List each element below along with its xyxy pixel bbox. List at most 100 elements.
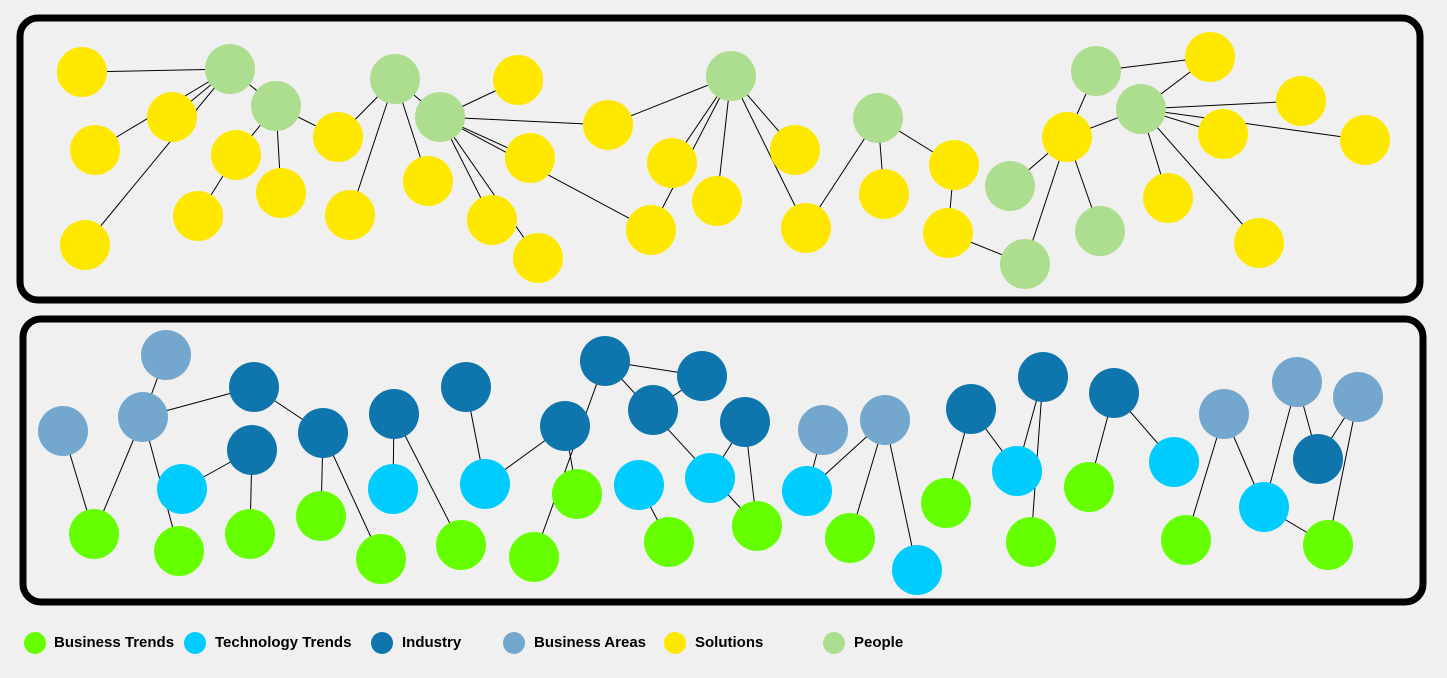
- technology-trend-node[interactable]: [685, 453, 735, 503]
- business-area-node[interactable]: [1199, 389, 1249, 439]
- business-trend-node[interactable]: [644, 517, 694, 567]
- edge: [730, 75, 807, 229]
- person-node[interactable]: [205, 44, 255, 94]
- solution-node[interactable]: [647, 138, 697, 188]
- solution-node[interactable]: [313, 112, 363, 162]
- solution-node[interactable]: [505, 133, 555, 183]
- business-trend-node[interactable]: [356, 534, 406, 584]
- industry-node[interactable]: [720, 397, 770, 447]
- person-node[interactable]: [985, 161, 1035, 211]
- business-area-node[interactable]: [141, 330, 191, 380]
- industry-node[interactable]: [628, 385, 678, 435]
- business-area-node[interactable]: [1333, 372, 1383, 422]
- business-trend-node[interactable]: [69, 509, 119, 559]
- technology-trend-node[interactable]: [892, 545, 942, 595]
- legend-label-industry: Industry: [402, 634, 462, 651]
- industry-node[interactable]: [229, 362, 279, 412]
- solution-node[interactable]: [60, 220, 110, 270]
- solution-node[interactable]: [583, 100, 633, 150]
- business-trend-node[interactable]: [509, 532, 559, 582]
- industry-node[interactable]: [441, 362, 491, 412]
- solution-node[interactable]: [256, 168, 306, 218]
- business-trend-node[interactable]: [1006, 517, 1056, 567]
- industry-node[interactable]: [1018, 352, 1068, 402]
- solution-node[interactable]: [325, 190, 375, 240]
- legend-marker-industry: [371, 632, 393, 654]
- person-node[interactable]: [415, 92, 465, 142]
- solution-node[interactable]: [173, 191, 223, 241]
- industry-node[interactable]: [298, 408, 348, 458]
- solution-node[interactable]: [147, 92, 197, 142]
- person-node[interactable]: [251, 81, 301, 131]
- edge: [1140, 108, 1366, 141]
- business-trend-node[interactable]: [1303, 520, 1353, 570]
- legend-marker-technology-trend: [184, 632, 206, 654]
- technology-trend-node[interactable]: [368, 464, 418, 514]
- business-area-node[interactable]: [118, 392, 168, 442]
- business-area-node[interactable]: [1272, 357, 1322, 407]
- solution-node[interactable]: [859, 169, 909, 219]
- solution-node[interactable]: [1340, 115, 1390, 165]
- person-node[interactable]: [853, 93, 903, 143]
- business-trend-node[interactable]: [154, 526, 204, 576]
- solution-node[interactable]: [781, 203, 831, 253]
- industry-node[interactable]: [677, 351, 727, 401]
- business-area-node[interactable]: [38, 406, 88, 456]
- industry-node[interactable]: [227, 425, 277, 475]
- technology-trend-node[interactable]: [157, 464, 207, 514]
- solution-node[interactable]: [929, 140, 979, 190]
- business-trend-node[interactable]: [732, 501, 782, 551]
- legend-marker-business-trend: [24, 632, 46, 654]
- industry-node[interactable]: [1293, 434, 1343, 484]
- industry-node[interactable]: [946, 384, 996, 434]
- industry-node[interactable]: [580, 336, 630, 386]
- business-trend-node[interactable]: [296, 491, 346, 541]
- legend-label-people: People: [854, 634, 904, 651]
- business-trend-node[interactable]: [921, 478, 971, 528]
- person-node[interactable]: [1000, 239, 1050, 289]
- person-node[interactable]: [1071, 46, 1121, 96]
- solution-node[interactable]: [1234, 218, 1284, 268]
- industry-node[interactable]: [540, 401, 590, 451]
- technology-trend-node[interactable]: [460, 459, 510, 509]
- solution-node[interactable]: [57, 47, 107, 97]
- solution-node[interactable]: [403, 156, 453, 206]
- solution-node[interactable]: [1276, 76, 1326, 126]
- person-node[interactable]: [706, 51, 756, 101]
- nodes-layer: [38, 32, 1390, 595]
- technology-trend-node[interactable]: [1239, 482, 1289, 532]
- business-area-node[interactable]: [860, 395, 910, 445]
- business-trend-node[interactable]: [225, 509, 275, 559]
- business-area-node[interactable]: [798, 405, 848, 455]
- technology-trend-node[interactable]: [782, 466, 832, 516]
- solution-node[interactable]: [923, 208, 973, 258]
- solution-node[interactable]: [1198, 109, 1248, 159]
- solution-node[interactable]: [1143, 173, 1193, 223]
- legend-label-technology-trends: Technology Trends: [215, 634, 352, 651]
- person-node[interactable]: [370, 54, 420, 104]
- industry-node[interactable]: [369, 389, 419, 439]
- legend-label-business-areas: Business Areas: [534, 634, 647, 651]
- business-trend-node[interactable]: [1161, 515, 1211, 565]
- business-trend-node[interactable]: [436, 520, 486, 570]
- business-trend-node[interactable]: [1064, 462, 1114, 512]
- solution-node[interactable]: [770, 125, 820, 175]
- solution-node[interactable]: [626, 205, 676, 255]
- business-trend-node[interactable]: [825, 513, 875, 563]
- legend-label-business-trends: Business Trends: [54, 634, 175, 651]
- solution-node[interactable]: [70, 125, 120, 175]
- technology-trend-node[interactable]: [992, 446, 1042, 496]
- solution-node[interactable]: [692, 176, 742, 226]
- solution-node[interactable]: [493, 55, 543, 105]
- technology-trend-node[interactable]: [1149, 437, 1199, 487]
- person-node[interactable]: [1116, 84, 1166, 134]
- person-node[interactable]: [1075, 206, 1125, 256]
- solution-node[interactable]: [513, 233, 563, 283]
- solution-node[interactable]: [1185, 32, 1235, 82]
- business-trend-node[interactable]: [552, 469, 602, 519]
- solution-node[interactable]: [467, 195, 517, 245]
- technology-trend-node[interactable]: [614, 460, 664, 510]
- industry-node[interactable]: [1089, 368, 1139, 418]
- solution-node[interactable]: [211, 130, 261, 180]
- solution-node[interactable]: [1042, 112, 1092, 162]
